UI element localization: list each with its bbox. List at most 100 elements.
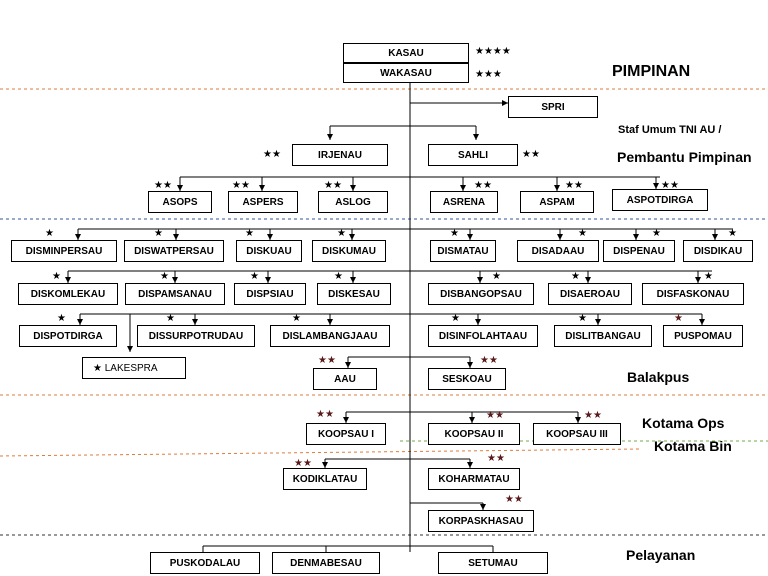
rank-stars-puspomau: ★: [674, 313, 683, 324]
rank-stars-dispsiau: ★: [250, 271, 259, 282]
aslog-drop-arrow: [350, 185, 356, 191]
unit-box-lakespra: ★ LAKESPRA: [82, 357, 186, 379]
rank-stars-sahli: ★★: [522, 149, 540, 160]
rank-stars-disfaskonau: ★: [704, 271, 713, 282]
dismatau-drop-arrow: [467, 234, 473, 240]
unit-box-dispotdirga: DISPOTDIRGA: [19, 325, 117, 347]
dispenau-drop-arrow: [633, 234, 639, 240]
unit-box-aspotdirga: ASPOTDIRGA: [612, 189, 708, 211]
aspam-drop-arrow: [554, 185, 560, 191]
unit-box-diskomlekau: DISKOMLEKAU: [18, 283, 118, 305]
section-label-staf-umum: Staf Umum TNI AU /: [618, 124, 722, 136]
rank-stars-korpaskhasau: ★★: [505, 494, 523, 505]
unit-box-wakasau: WAKASAU: [343, 63, 469, 83]
rank-stars-disminpersau: ★: [45, 228, 54, 239]
unit-box-aspers: ASPERS: [228, 191, 298, 213]
rank-stars-kodiklatau: ★★: [294, 458, 312, 469]
aspers-drop-arrow: [259, 185, 265, 191]
koopsau-3-drop-arrow: [575, 417, 581, 423]
unit-box-diskesau: DISKESAU: [317, 283, 391, 305]
seskoau-drop-arrow: [467, 362, 473, 368]
koharmatau-drop-arrow: [467, 462, 473, 468]
unit-box-asops: ASOPS: [148, 191, 212, 213]
unit-box-dispsiau: DISPSIAU: [234, 283, 306, 305]
asrena-drop-arrow: [460, 185, 466, 191]
rank-stars-diskesau: ★: [334, 271, 343, 282]
diskumau-drop-arrow: [349, 234, 355, 240]
section-label-balakpus: Balakpus: [627, 369, 690, 385]
rank-stars-dismatau: ★: [450, 228, 459, 239]
dislitbangau-drop-arrow: [595, 319, 601, 325]
unit-box-disinfolahtaau: DISINFOLAHTAAU: [428, 325, 538, 347]
unit-box-kodiklatau: KODIKLATAU: [283, 468, 367, 490]
unit-box-aspam: ASPAM: [520, 191, 594, 213]
unit-box-sahli: SAHLI: [428, 144, 518, 166]
disdikau-drop-arrow: [712, 234, 718, 240]
separator-kotama-bin: [0, 448, 641, 457]
unit-box-denmabesau: DENMABESAU: [272, 552, 380, 574]
unit-box-dislitbangau: DISLITBANGAU: [554, 325, 652, 347]
section-label-pembantu-pimpinan: Pembantu Pimpinan: [617, 149, 752, 165]
unit-box-dismatau: DISMATAU: [430, 240, 496, 262]
unit-box-disaeroau: DISAEROAU: [548, 283, 632, 305]
dispotdirga-drop-arrow: [77, 319, 83, 325]
korpaskhasau-drop-arrow: [480, 504, 486, 510]
unit-box-disbangopsau: DISBANGOPSAU: [428, 283, 534, 305]
unit-box-dislambangjaau: DISLAMBANGJAAU: [270, 325, 390, 347]
rank-stars-koopsau-1: ★★: [316, 409, 334, 420]
unit-box-koopsau-2: KOOPSAU II: [428, 423, 520, 445]
diskuau-drop-arrow: [267, 234, 273, 240]
unit-box-koopsau-1: KOOPSAU I: [306, 423, 386, 445]
aau-drop-arrow: [345, 362, 351, 368]
unit-box-diskumau: DISKUMAU: [312, 240, 386, 262]
rank-stars-disadaau: ★: [578, 228, 587, 239]
disinfolahtaau-drop-arrow: [475, 319, 481, 325]
rank-stars-disbangopsau: ★: [492, 271, 501, 282]
rank-stars-asops: ★★: [154, 180, 172, 191]
rank-stars-disaeroau: ★: [571, 271, 580, 282]
rank-stars-aau: ★★: [318, 355, 336, 366]
rank-stars-diswatpersau: ★: [154, 228, 163, 239]
rank-stars-koopsau-2: ★★: [486, 410, 504, 421]
rank-stars-diskumau: ★: [337, 228, 346, 239]
kodiklatau-drop-arrow: [322, 462, 328, 468]
spri-arrow: [502, 100, 508, 106]
rank-stars-dispenau: ★: [652, 228, 661, 239]
disminpersau-drop-arrow: [75, 234, 81, 240]
unit-box-aslog: ASLOG: [318, 191, 388, 213]
unit-box-spri: SPRI: [508, 96, 598, 118]
koopsau-1-drop-arrow: [343, 417, 349, 423]
disbangopsau-drop-arrow: [477, 277, 483, 283]
dissurpotrudau-drop-arrow: [192, 319, 198, 325]
irjenau-drop-arrow: [327, 134, 333, 140]
unit-box-irjenau: IRJENAU: [292, 144, 388, 166]
connector-lines: [0, 83, 768, 552]
sahli-drop-arrow: [473, 134, 479, 140]
unit-box-disdikau: DISDIKAU: [683, 240, 753, 262]
rank-stars-irjenau: ★★: [263, 149, 281, 160]
unit-box-dispenau: DISPENAU: [603, 240, 675, 262]
unit-box-seskoau: SESKOAU: [428, 368, 506, 390]
koopsau-2-drop-arrow: [469, 417, 475, 423]
rank-stars-aspotdirga: ★★: [661, 180, 679, 191]
dispsiau-drop-arrow: [265, 277, 271, 283]
unit-box-dispamsanau: DISPAMSANAU: [125, 283, 225, 305]
disaeroau-drop-arrow: [585, 277, 591, 283]
section-label-pimpinan: PIMPINAN: [612, 63, 691, 80]
unit-box-dissurpotrudau: DISSURPOTRUDAU: [137, 325, 255, 347]
unit-box-setumau: SETUMAU: [438, 552, 548, 574]
unit-box-diskuau: DISKUAU: [236, 240, 302, 262]
diskomlekau-drop-arrow: [65, 277, 71, 283]
rank-stars-aslog: ★★: [324, 180, 342, 191]
unit-box-disadaau: DISADAAU: [517, 240, 599, 262]
unit-box-korpaskhasau: KORPASKHASAU: [428, 510, 534, 532]
unit-box-koharmatau: KOHARMATAU: [428, 468, 520, 490]
aspotdirga-drop-arrow: [653, 183, 659, 189]
unit-box-puspomau: PUSPOMAU: [663, 325, 743, 347]
unit-box-kasau: KASAU: [343, 43, 469, 63]
rank-stars-dissurpotrudau: ★: [166, 313, 175, 324]
asops-drop-arrow: [177, 185, 183, 191]
rank-stars-aspers: ★★: [232, 180, 250, 191]
rank-stars-dislambangjaau: ★: [292, 313, 301, 324]
